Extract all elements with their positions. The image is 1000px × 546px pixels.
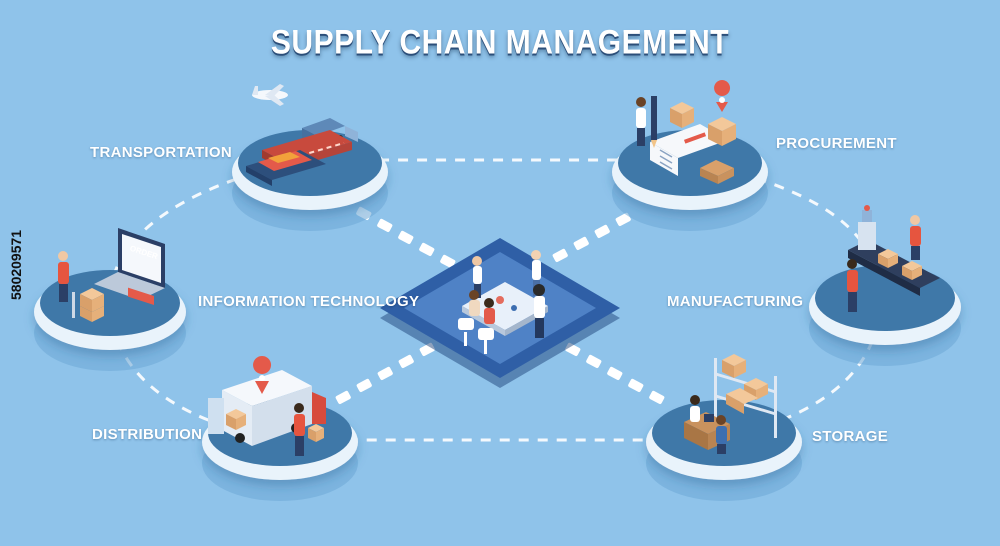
clerk-person-2 [716, 415, 727, 454]
hub-connector-se [565, 342, 665, 404]
it-worker-person [58, 251, 69, 302]
conveyor-boxes-icon [878, 249, 922, 280]
label-procurement: PROCUREMENT [776, 135, 897, 152]
label-information-technology: INFORMATION TECHNOLOGY [198, 293, 420, 310]
chairs [458, 318, 494, 354]
stock-id: 580209571 [8, 229, 24, 300]
warehouse-shelving-icon [714, 354, 777, 438]
pencil-icon [651, 96, 657, 148]
platform-transportation [232, 84, 388, 231]
label-transportation: TRANSPORTATION [90, 144, 232, 161]
platform-distribution [202, 356, 358, 501]
location-pin-icon-2 [253, 356, 272, 394]
platform-storage [646, 354, 802, 501]
cargo-ship-icon [246, 150, 326, 186]
platform-information-technology: ORDER [34, 228, 186, 371]
pallet-icon [700, 160, 734, 184]
meeting-person-1 [472, 256, 482, 298]
platform-manufacturing [809, 205, 961, 366]
page-title: SUPPLY CHAIN MANAGEMENT [270, 23, 730, 62]
parcel-boxes-icon [670, 102, 736, 146]
factory-worker-2 [847, 259, 858, 312]
label-distribution: DISTRIBUTION [92, 426, 203, 443]
meeting-person-4 [469, 290, 480, 316]
buyer-person [636, 97, 646, 146]
label-manufacturing: MANUFACTURING [667, 293, 804, 310]
factory-worker-1 [910, 215, 921, 260]
hub-connector-sw [335, 342, 435, 404]
airplane-icon [252, 84, 288, 106]
hub-connector-ne [552, 212, 631, 262]
truck-boxes-icon [226, 409, 246, 430]
meeting-person-5 [484, 298, 495, 324]
clerk-person-1 [690, 395, 700, 422]
hub-meeting-platform [380, 238, 620, 388]
location-pin-icon [714, 80, 731, 112]
hand-truck-boxes-icon [72, 288, 104, 322]
meeting-person-3 [533, 284, 545, 338]
label-storage: STORAGE [812, 428, 889, 445]
platform-procurement [612, 80, 768, 231]
courier-person [294, 403, 324, 456]
laptop-icon [94, 228, 165, 306]
